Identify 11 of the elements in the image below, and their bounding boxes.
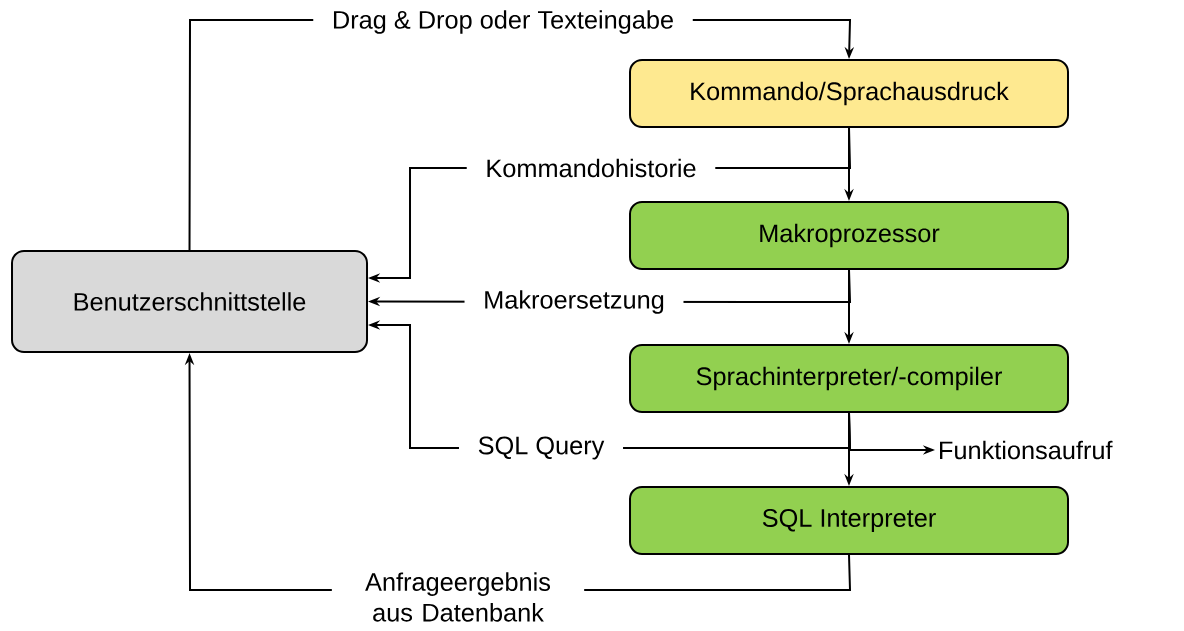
process-box: Sprachinterpreter/-compiler — [629, 344, 1069, 413]
process-box: SQL Interpreter — [629, 486, 1069, 555]
edge-label: Anfrageergebnis aus Datenbank — [331, 567, 585, 627]
process-box: Benutzerschnittstelle — [11, 250, 368, 353]
process-box: Kommando/Sprachausdruck — [629, 59, 1069, 128]
edge-label: Kommandohistorie — [466, 153, 716, 183]
edge-label: SQL Query — [459, 431, 624, 465]
edge-label: Makroersetzung — [464, 284, 684, 320]
process-box: Makroprozessor — [629, 201, 1069, 270]
edge-label: Drag & Drop oder Texteingabe — [313, 4, 693, 40]
output-label: Funktionsaufruf — [940, 440, 1113, 460]
